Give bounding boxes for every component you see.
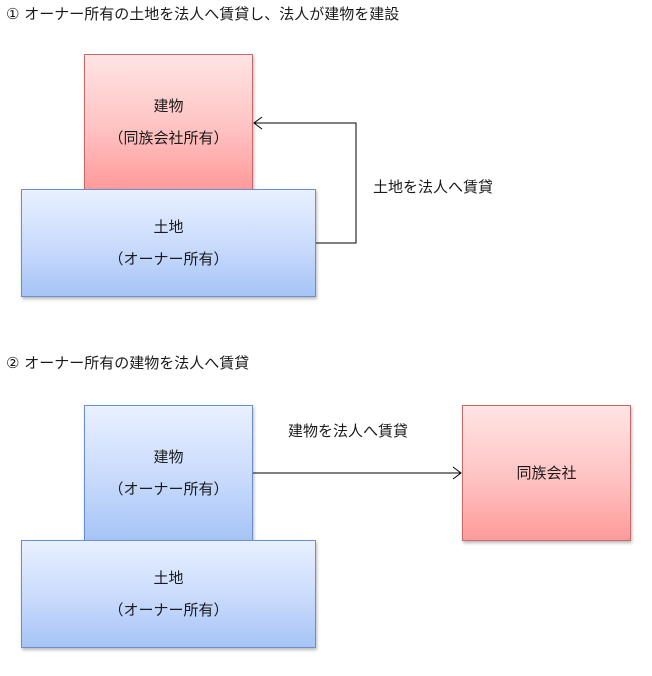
section1-building-name: 建物 (153, 97, 184, 115)
section2-building-name: 建物 (153, 448, 184, 466)
section2-land-box: 土地 （オーナー所有） (21, 540, 316, 648)
section2-company-box: 同族会社 (462, 405, 631, 541)
section1-land-owner: （オーナー所有） (108, 250, 229, 268)
section2-arrowhead (452, 466, 462, 480)
section1-building-owner: （同族会社所有） (108, 129, 229, 147)
section2-land-name: 土地 (153, 569, 184, 587)
section2-land-owner: （オーナー所有） (108, 601, 229, 619)
section2-heading: ② オーナー所有の建物を法人へ賃貸 (6, 354, 250, 372)
section2-arrow-label: 建物を法人へ賃貸 (288, 422, 409, 440)
section1-heading: ① オーナー所有の土地を法人へ賃貸し、法人が建物を建設 (6, 5, 400, 23)
section2-building-box: 建物 （オーナー所有） (84, 405, 253, 541)
section1-building-box: 建物 （同族会社所有） (84, 54, 253, 190)
section1-lease-arrow (254, 122, 357, 244)
section1-arrowhead (253, 116, 263, 130)
section1-land-name: 土地 (153, 218, 184, 236)
section1-land-box: 土地 （オーナー所有） (21, 189, 316, 297)
section2-company-name: 同族会社 (516, 464, 577, 482)
section1-arrow-label: 土地を法人へ賃貸 (373, 178, 494, 196)
section2-building-owner: （オーナー所有） (108, 480, 229, 498)
